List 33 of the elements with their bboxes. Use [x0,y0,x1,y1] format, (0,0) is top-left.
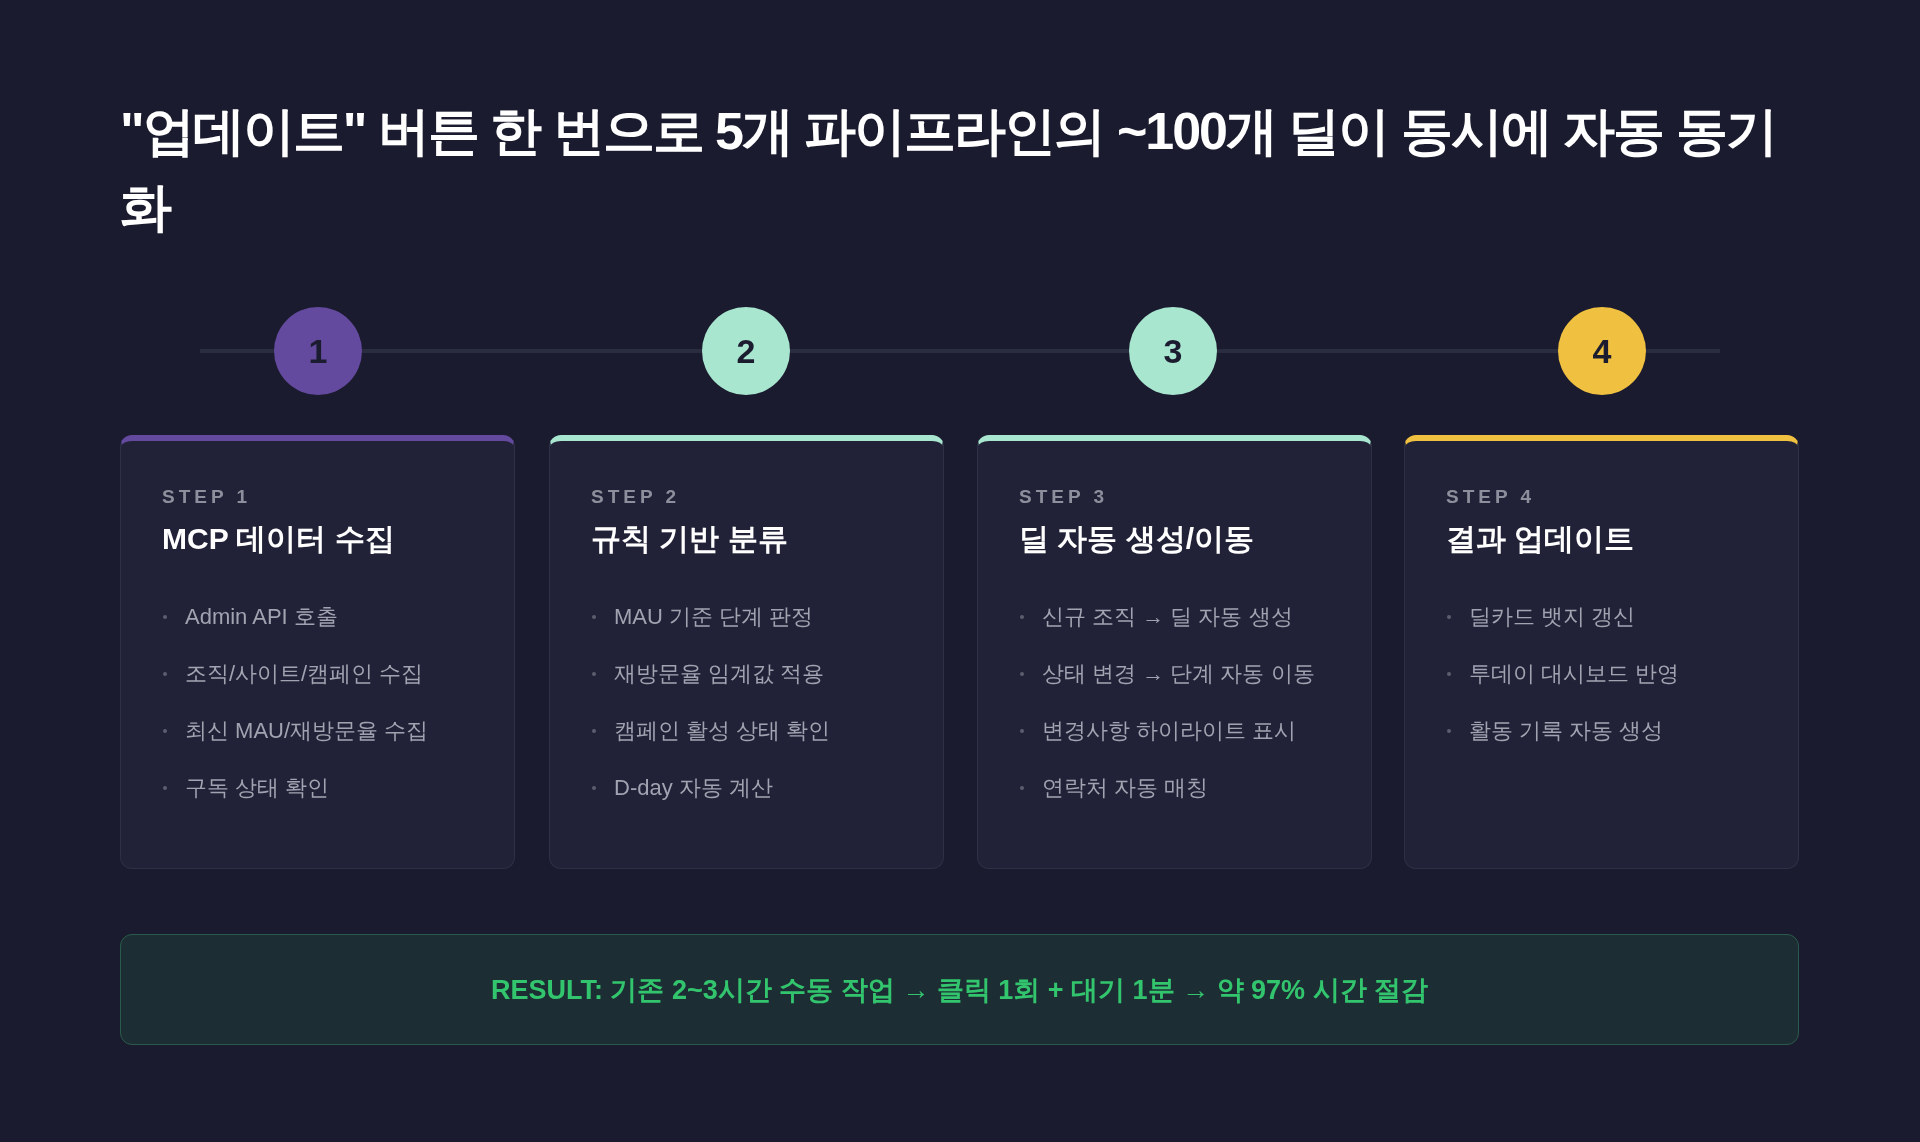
step-label: STEP 3 [1019,485,1109,509]
step-number-circle: 2 [702,307,790,395]
bullet-text: MAU 기준 단계 판정 [614,603,814,631]
bullet-text: Admin API 호출 [185,603,338,631]
step-card [549,435,944,869]
step-number-circle: 1 [274,307,362,395]
bullet-text: 연락처 자동 매칭 [1042,774,1209,802]
step-title: 딜 자동 생성/이동 [1019,521,1254,557]
step-label: STEP 2 [591,485,681,509]
step-title: 결과 업데이트 [1446,521,1635,557]
result-banner: RESULT: 기존 2~3시간 수동 작업 → 클릭 1회 + 대기 1분 → 약 97% 시간 절감 [120,934,1799,1045]
title: "업데이트" 버튼 한 번으로 5개 파이프라인의 ~100개 딜이 동시에 자동 동기화 [120,101,1777,238]
step-title: MCP 데이터 수집 [162,521,395,557]
step-title: 규칙 기반 분류 [591,521,788,557]
bullet-text: 활동 기록 자동 생성 [1469,717,1664,745]
bullet-text: 투데이 대시보드 반영 [1469,660,1680,688]
step-card [977,435,1372,869]
bullet-text: 변경사항 하이라이트 표시 [1042,717,1297,745]
bullet-text: 캠페인 활성 상태 확인 [614,717,831,745]
bullet-text: 구독 상태 확인 [185,774,330,802]
bullet-text: 딜카드 뱃지 갱신 [1469,603,1636,631]
bullet-text: 최신 MAU/재방문율 수집 [185,717,429,745]
step-number-circle: 3 [1129,307,1217,395]
bullet-text: D-day 자동 계산 [614,774,773,802]
step-card [1404,435,1799,869]
bullet-text: 신규 조직 → 딜 자동 생성 [1042,603,1293,631]
step-label: STEP 4 [1446,485,1536,509]
step-number-circle: 4 [1558,307,1646,395]
step-card [120,435,515,869]
bullet-text: 상태 변경 → 단계 자동 이동 [1042,660,1315,688]
bullet-text: 재방문율 임계값 적용 [614,660,825,688]
step-label: STEP 1 [162,485,252,509]
bullet-text: 조직/사이트/캠페인 수집 [185,660,424,688]
